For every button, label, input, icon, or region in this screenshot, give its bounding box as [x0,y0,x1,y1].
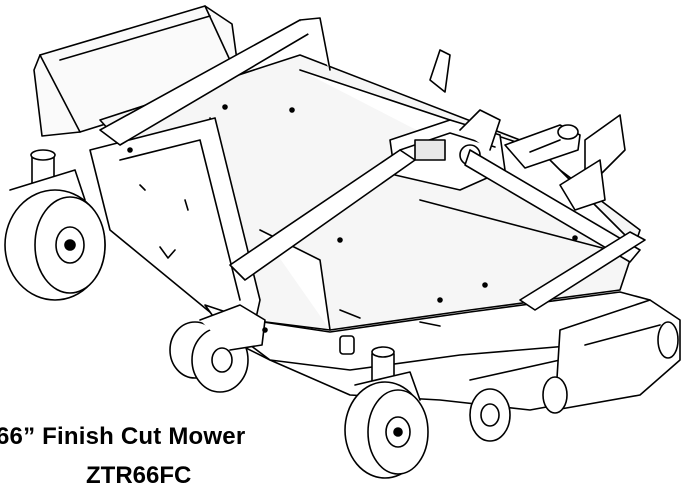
caption-title: 66” Finish Cut Mower [0,423,246,450]
top-rails [99,17,646,311]
discharge-hood [33,5,241,137]
bolts [127,104,578,333]
left-rear-caster [4,149,106,301]
front-center-caster [344,346,429,479]
rear-hanger-brackets [429,49,626,211]
right-deck-corner [542,299,681,414]
caption-model-number: ZTR66FC [86,462,192,489]
front-left-rollers [169,304,266,393]
pto-shaft [504,124,581,169]
deck-left-skirt [89,117,261,346]
